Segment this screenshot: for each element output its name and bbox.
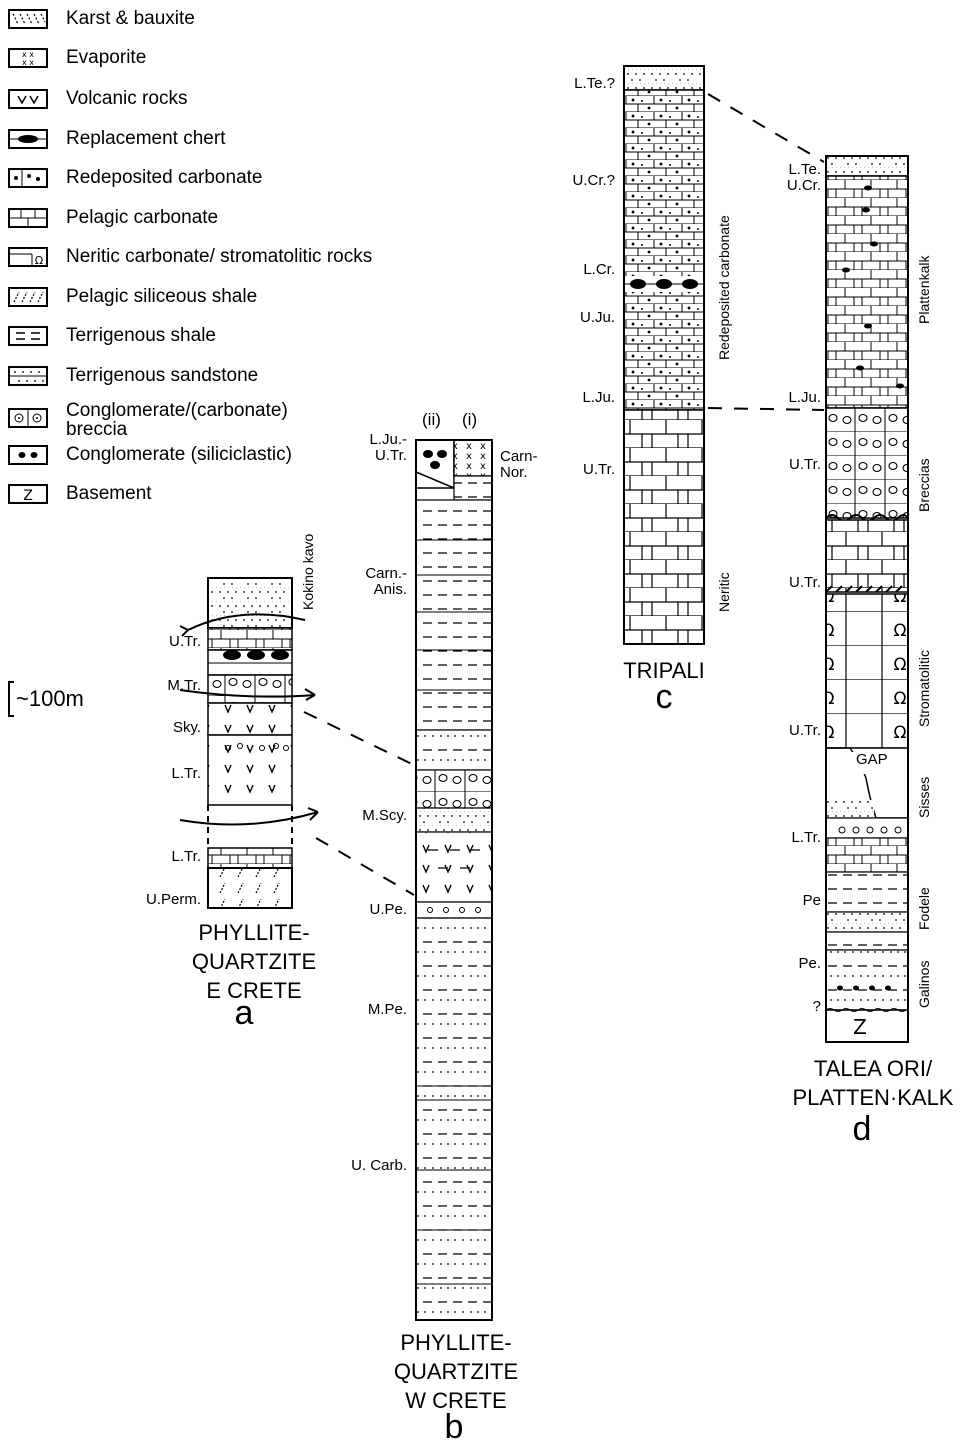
age-label: Pe xyxy=(803,893,821,909)
gap-label: GAP xyxy=(856,752,888,768)
age-label: L.Ju.- U.Tr. xyxy=(369,432,407,464)
unit-label: Stromatolitic xyxy=(916,650,932,727)
unit-label: Plattenkalk xyxy=(916,256,932,324)
age-label: M.Pe. xyxy=(368,1002,407,1018)
unit-label: Galinos xyxy=(916,961,932,1008)
sub-column-label: (i) xyxy=(462,412,477,428)
age-label: U. Carb. xyxy=(351,1158,407,1174)
unit-label: Breccias xyxy=(916,458,932,512)
locality-label: Kokino kavo xyxy=(300,534,316,610)
age-label: U.Cr.? xyxy=(572,173,615,189)
column-d-title: TALEA ORI/ PLATTEN·KALK xyxy=(776,1054,970,1112)
age-label: U.Cr. xyxy=(787,178,821,194)
age-label: L.Tr. xyxy=(172,766,201,782)
age-label: U.Tr. xyxy=(169,634,201,650)
column-b-title: PHYLLITE- QUARTZITE W CRETE xyxy=(376,1328,536,1415)
unit-label: Redeposited carbonate xyxy=(716,215,732,360)
age-label: Carn.- Anis. xyxy=(365,566,407,598)
age-label: L.Ju. xyxy=(788,390,821,406)
age-label: U.Pe. xyxy=(369,902,407,918)
age-label: U.Tr. xyxy=(583,462,615,478)
column-d-letter: d xyxy=(842,1112,882,1146)
age-label: U.Tr. xyxy=(789,723,821,739)
age-label: ? xyxy=(813,999,821,1015)
unit-label: Fodele xyxy=(916,887,932,930)
age-label: L.Tr. xyxy=(792,830,821,846)
age-label: L.Ju. xyxy=(582,390,615,406)
age-label: L.Te.? xyxy=(574,76,615,92)
basement-symbol: Z xyxy=(853,1015,867,1039)
column-a-letter: a xyxy=(224,996,264,1030)
unit-label: Sisses xyxy=(916,777,932,818)
age-label: L.Tr. xyxy=(172,849,201,865)
column-c-letter: c xyxy=(644,680,684,714)
age-label: U.Tr. xyxy=(789,457,821,473)
age-label: M.Tr. xyxy=(167,678,201,694)
age-label: U.Tr. xyxy=(789,575,821,591)
unit-label: Neritic xyxy=(716,572,732,612)
age-label: M.Scy. xyxy=(362,808,407,824)
column-d: Z xyxy=(826,156,908,1042)
column-a-title: PHYLLITE- QUARTZITE E CRETE xyxy=(174,918,334,1005)
correlation-lines xyxy=(304,94,824,895)
age-label: Pe. xyxy=(798,956,821,972)
column-c xyxy=(624,66,704,644)
age-label: U.Perm. xyxy=(146,892,201,908)
age-label: U.Ju. xyxy=(580,310,615,326)
age-label: L.Cr. xyxy=(583,262,615,278)
age-label: Sky. xyxy=(173,720,201,736)
column-b xyxy=(416,440,492,1320)
column-b-letter: b xyxy=(434,1410,474,1444)
age-label: L.Te. xyxy=(788,162,821,178)
sub-column-label: (ii) xyxy=(422,412,441,428)
age-label: Carn- Nor. xyxy=(500,449,538,481)
